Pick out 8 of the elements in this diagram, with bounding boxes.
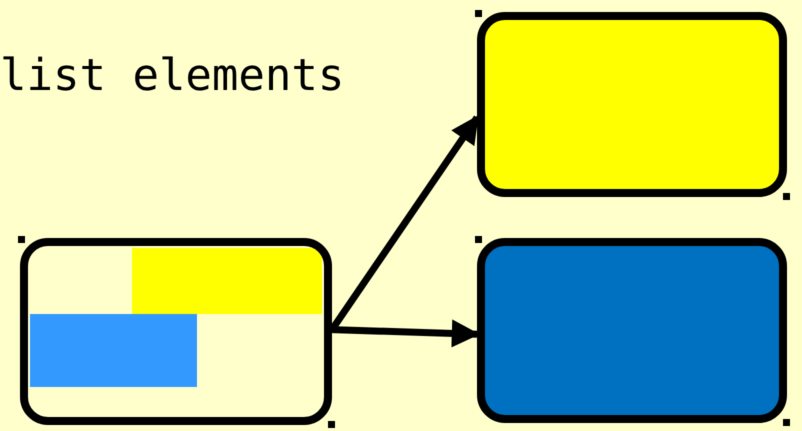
heading-text: list elements xyxy=(0,54,344,98)
rounded-box xyxy=(477,238,787,423)
list-segment xyxy=(132,248,322,314)
list-segment xyxy=(30,314,197,387)
rounded-box xyxy=(20,238,332,425)
arrow xyxy=(329,115,480,332)
rounded-box xyxy=(477,12,787,197)
arrow xyxy=(332,319,480,348)
